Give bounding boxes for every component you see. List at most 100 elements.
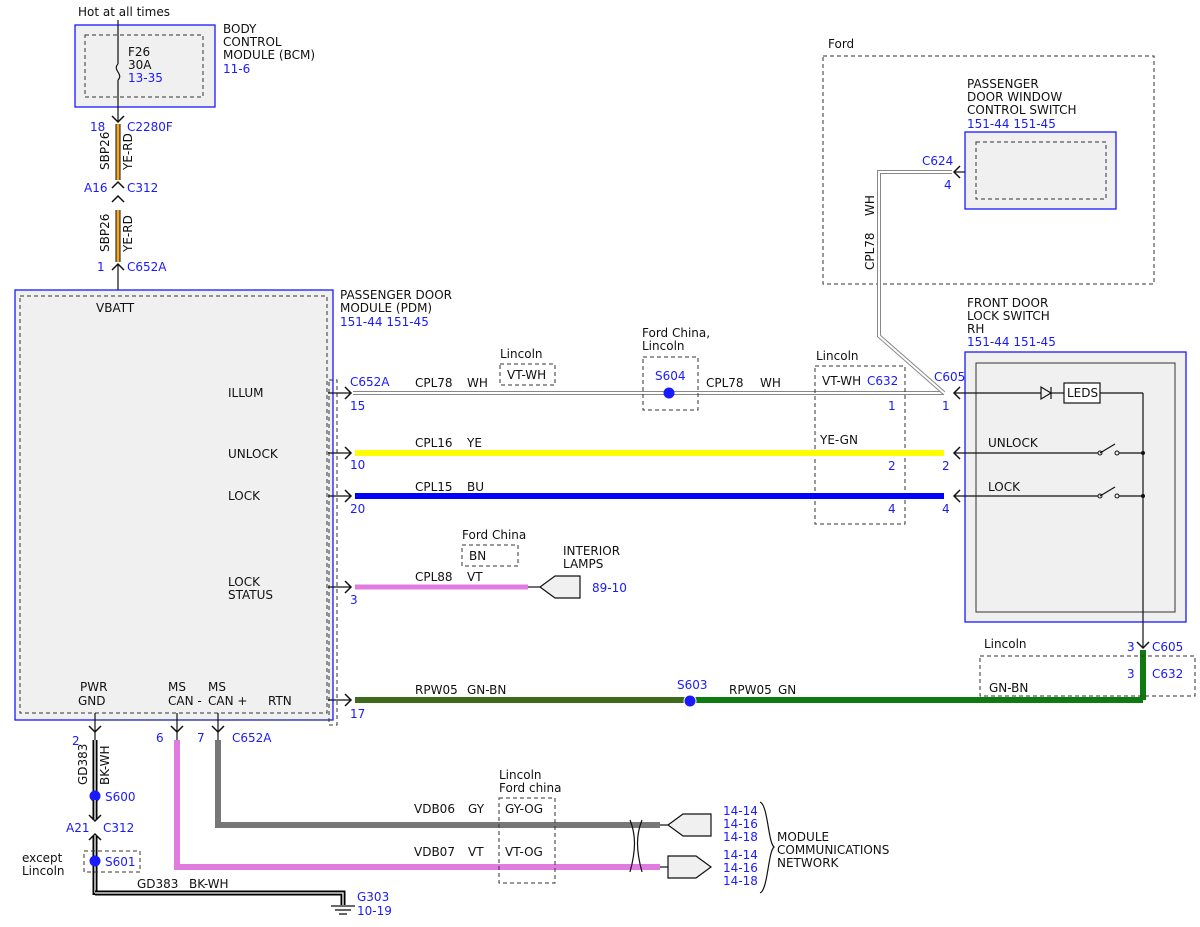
pdm-name-2: MODULE (PDM)	[340, 301, 432, 315]
bk-wh-label-b: BK-WH	[189, 877, 229, 891]
network-name-3: NETWORK	[777, 856, 840, 870]
c605-pin1: 1	[942, 399, 950, 413]
c312-b-label: C312	[103, 821, 134, 835]
wire-sbp26-b-label: SBP26	[98, 214, 112, 252]
pdm-vbatt: VBATT	[96, 301, 135, 315]
switch-unlock-label: UNLOCK	[988, 436, 1039, 450]
net-ref-a2: 14-16	[723, 817, 758, 831]
lock-switch-1: FRONT DOOR	[967, 296, 1048, 310]
pdm-unlock: UNLOCK	[228, 447, 279, 461]
cpl15-label: CPL15	[415, 480, 453, 494]
c2280f-label: C2280F	[127, 120, 173, 134]
s604-label: S604	[655, 369, 686, 383]
pdm-inner-outline	[19, 295, 328, 714]
bu-label: BU	[467, 480, 484, 494]
ford-variant: Ford	[828, 37, 854, 51]
network-brace	[759, 801, 775, 894]
c312-b-pin: A21	[66, 821, 89, 835]
lincoln-ford-china-1: Lincoln	[499, 768, 542, 782]
g303-ref: 10-19	[357, 904, 392, 918]
pdm-name-1: PASSENGER DOOR	[340, 288, 452, 302]
s601-label: S601	[105, 855, 136, 869]
cpl88-label: CPL88	[415, 570, 453, 584]
c632-pin2: 2	[888, 459, 896, 473]
pin-6: 6	[156, 731, 164, 745]
pin-10: 10	[350, 458, 365, 472]
lock-switch-refs: 151-44 151-45	[967, 335, 1056, 349]
bcm-ref: 11-6	[223, 62, 250, 76]
interior-lamps-1: INTERIOR	[563, 544, 620, 558]
c312-b-connector	[88, 814, 102, 823]
pdm-c652a-shell	[328, 379, 338, 726]
gy-og-label: GY-OG	[505, 802, 543, 816]
window-switch-3: CONTROL SWITCH	[967, 103, 1076, 117]
twisted-pair-icon	[629, 819, 643, 873]
c605-pin4: 4	[942, 502, 950, 516]
hot-at-all-times-label: Hot at all times	[78, 5, 170, 19]
wire-ye-rd-b-label: YE-RD	[121, 215, 135, 253]
c652a-bottom-label: C652A	[232, 731, 272, 745]
c632-variant-box	[814, 365, 906, 525]
pdm-illum: ILLUM	[228, 386, 263, 400]
window-switch-refs: 151-44 151-45	[967, 117, 1056, 131]
net-ref-b1: 14-14	[723, 848, 758, 862]
c312-a-pin: A16	[84, 181, 107, 195]
c2280f-connector	[111, 115, 125, 124]
pdm-ms-can-plus-2: CAN +	[208, 694, 247, 708]
c312-a-connector	[111, 180, 125, 189]
except-lincoln-1: except	[22, 851, 63, 865]
bk-wh-label-a: BK-WH	[98, 745, 112, 785]
net-ref-b2: 14-16	[723, 861, 758, 875]
pdm-ms-can-minus-1: MS	[168, 680, 186, 694]
c632-b-label: C632	[1152, 667, 1183, 681]
net-ref-a1: 14-14	[723, 804, 758, 818]
bcm-name-line1: BODY	[223, 22, 257, 36]
ford-china-variant: Ford China	[462, 528, 526, 542]
c624-pin: 4	[944, 178, 952, 192]
splice-s601	[89, 855, 101, 867]
rpw05-label-b: RPW05	[729, 683, 772, 697]
vt-wh-label-b: VT-WH	[822, 374, 861, 388]
c652a-top-pin: 1	[97, 260, 105, 274]
pin-17: 17	[350, 707, 365, 721]
vt-og-label: VT-OG	[505, 845, 543, 859]
window-switch-2: DOOR WINDOW	[967, 90, 1062, 104]
pdm-rtn: RTN	[268, 694, 292, 708]
ford-variant-box	[822, 55, 1155, 285]
net-ref-a3: 14-18	[723, 830, 758, 844]
wh-label-window: WH	[863, 195, 877, 216]
ford-china-lincoln-1: Ford China,	[642, 326, 710, 340]
network-connector-b	[667, 855, 713, 879]
wire-cpl78-window	[878, 171, 952, 394]
bcm-name-line2: CONTROL	[223, 35, 282, 49]
c632-pin4: 4	[888, 502, 896, 516]
window-switch-module	[964, 131, 1117, 210]
pdm-refs: 151-44 151-45	[340, 315, 429, 329]
fuse-ref: 13-35	[128, 71, 163, 85]
pdm-gnd: GND	[78, 694, 106, 708]
pdm-module	[14, 289, 334, 721]
c652a-top-label: C652A	[127, 260, 167, 274]
c605-pin2: 2	[942, 459, 950, 473]
pin-3-lock-status: 3	[350, 593, 358, 607]
pdm-lock-status-1: LOCK	[228, 575, 261, 589]
wire-ye-rd-a-label: YE-RD	[121, 133, 135, 171]
pin-20: 20	[350, 502, 365, 516]
c605-b-pin: 3	[1127, 640, 1135, 654]
lock-switch-2: LOCK SWITCH	[967, 309, 1050, 323]
splice-s600	[89, 790, 101, 802]
pin-7: 7	[197, 731, 205, 745]
c652a-illum-connector	[344, 386, 353, 400]
lincoln-variant-c632-b: Lincoln	[984, 637, 1027, 651]
lincoln-variant-c632: Lincoln	[816, 349, 859, 363]
diode-icon	[1040, 385, 1053, 401]
window-switch-1: PASSENGER	[967, 77, 1039, 91]
gn-bn-label-a: GN-BN	[467, 683, 506, 697]
wire-sbp26-a-label: SBP26	[98, 132, 112, 170]
network-name-2: COMMUNICATIONS	[777, 843, 889, 857]
gd383-label-a: GD383	[76, 744, 90, 785]
unlock-switch-icon	[1099, 443, 1116, 454]
g303-label: G303	[357, 890, 389, 904]
c624-label: C624	[922, 154, 953, 168]
s600-label: S600	[105, 790, 136, 804]
